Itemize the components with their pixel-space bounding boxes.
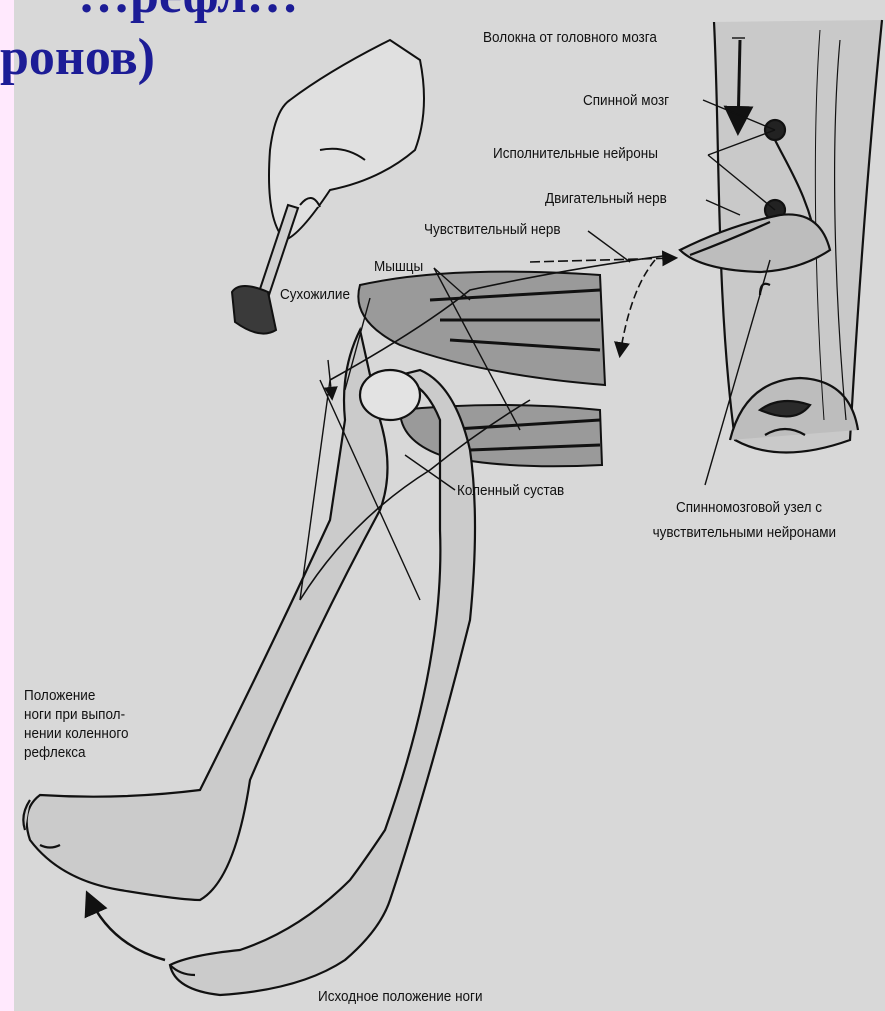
arrow-icon [88, 895, 165, 960]
reflex-hammer-icon [232, 205, 298, 334]
label-spinal-cord: Спинной мозг [583, 92, 669, 110]
label-motor-nerve: Двигательный нерв [545, 190, 667, 208]
label-initial-position: Исходное положение ноги [318, 988, 483, 1006]
label-muscles: Мышцы [374, 258, 423, 276]
label-tendon: Сухожилие [280, 286, 350, 304]
label-spinal-ganglion-line-1: Спинномозговой узел с [676, 498, 836, 517]
label-reflex-position: Положение ноги при выпол- нении коленног… [24, 686, 128, 762]
muscle-drawing [358, 272, 605, 467]
label-reflex-position-line-1: Положение [24, 686, 128, 705]
spinal-cord-drawing [680, 20, 882, 453]
label-knee-joint: Коленный сустав [457, 482, 564, 500]
label-reflex-position-line-3: нении коленного [24, 724, 128, 743]
label-fibers-from-brain: Волокна от головного мозга [483, 29, 657, 47]
label-motor-neurons: Исполнительные нейроны [493, 145, 658, 163]
label-spinal-ganglion-line-2: чувствительными нейронами [653, 523, 837, 542]
label-reflex-position-line-4: рефлекса [24, 743, 128, 762]
label-sensory-nerve: Чувствительный нерв [424, 221, 561, 239]
label-reflex-position-line-2: ноги при выпол- [24, 705, 128, 724]
label-spinal-ganglion: Спинномозговой узел с чувствительными не… [676, 498, 836, 542]
